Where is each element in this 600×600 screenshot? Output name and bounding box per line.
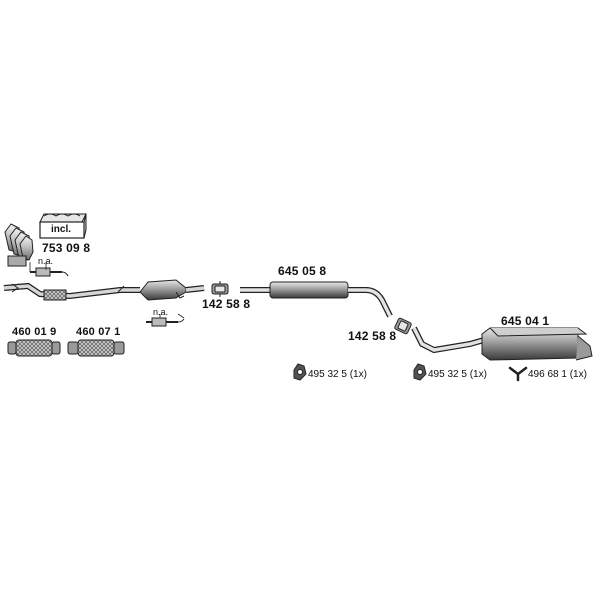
part-460071: 460 07 1 (76, 326, 121, 338)
hanger-495325-a (293, 363, 307, 381)
rear-silencer (411, 326, 593, 361)
lambda-sensor-2 (146, 313, 185, 327)
hanger-label-3: 496 68 1 (1x) (528, 369, 587, 380)
part-645041: 645 04 1 (501, 314, 550, 328)
front-pipe (3, 282, 140, 301)
na-label-2: n.a. (153, 307, 169, 317)
hanger-496681 (508, 366, 528, 382)
leader-lines (45, 262, 161, 318)
part-460019: 460 01 9 (12, 326, 57, 338)
part-142588-a: 142 58 8 (202, 297, 251, 311)
clamp-142588-b (394, 317, 412, 335)
hanger-label-2: 495 32 5 (1x) (428, 369, 487, 380)
part-753098: 753 09 8 (42, 241, 91, 255)
incl-label: incl. (51, 224, 72, 235)
gasket-kit-box (39, 213, 87, 239)
part-645058: 645 05 8 (278, 264, 327, 278)
hanger-label-1: 495 32 5 (1x) (308, 369, 367, 380)
centre-silencer (240, 281, 393, 318)
flex-pipe-460071 (67, 339, 125, 357)
clamp-142588-a (211, 281, 229, 297)
part-142588-b: 142 58 8 (348, 329, 397, 343)
catalytic-converter (139, 279, 205, 301)
flex-pipe-460019 (7, 339, 61, 357)
na-label-1: n.a. (38, 256, 54, 266)
lambda-sensor-1 (29, 262, 69, 277)
exhaust-manifold (4, 223, 34, 267)
hanger-495325-b (413, 363, 427, 381)
